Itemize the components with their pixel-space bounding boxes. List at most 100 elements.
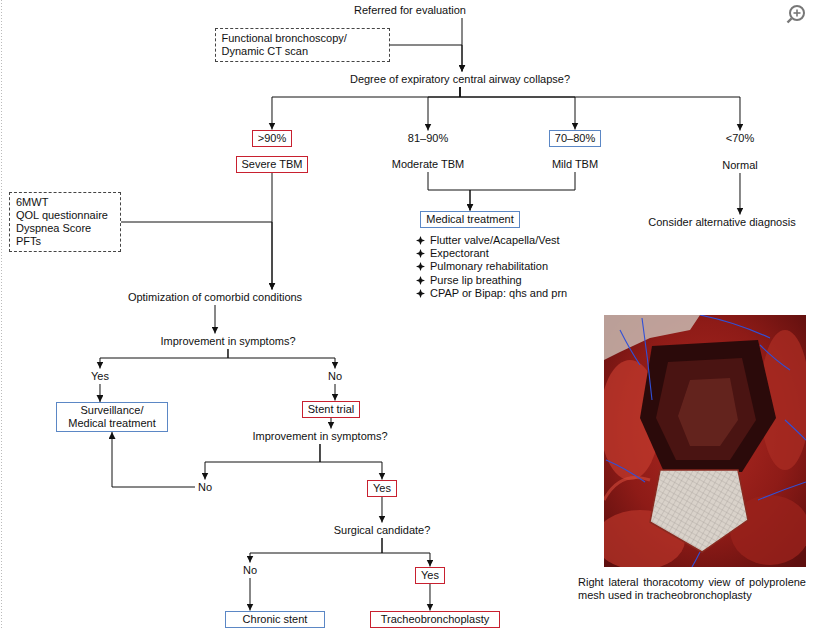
node-text: Surveillance/ Medical treatment [62, 404, 162, 430]
node-text: Mild TBM [552, 158, 598, 171]
node-text: QOL questionnaire [16, 209, 114, 222]
connector-arrow [428, 87, 460, 131]
bullet-item: Expectorant [416, 247, 489, 260]
bullet-item: Flutter valve/Acapella/Vest [416, 234, 560, 247]
flow-step: Surgical candidate? [331, 523, 434, 538]
connector-arrow [460, 87, 740, 131]
bullet-text: CPAP or Bipap: qhs and prn [430, 287, 567, 299]
connector-arrow [390, 45, 463, 72]
node-text: Chronic stent [231, 613, 319, 626]
connector-arrow [331, 418, 332, 429]
flow-step: Referred for evaluation [351, 3, 469, 18]
flow-step: No [240, 563, 260, 578]
bullet-symbol [416, 236, 425, 245]
flow-step: Consider alternative diagnosis [645, 215, 798, 230]
assessment-box: Functional bronchoscopy/ Dynamic CT scan [215, 28, 390, 62]
bullet-symbol [416, 262, 425, 271]
node-text: Tracheobronchoplasty [376, 613, 494, 626]
node-text: Medical treatment [426, 213, 513, 226]
flow-step: Optimization of comorbid conditions [125, 290, 305, 305]
highlight-box: Yes [415, 567, 445, 584]
connector-arrow [272, 87, 460, 130]
node-text: >90% [258, 132, 286, 145]
node-text: Yes [91, 370, 109, 383]
node-text: Improvement in symptoms? [252, 430, 387, 443]
bullet-item: Purse lip breathing [416, 274, 522, 287]
bullet-symbol [416, 249, 425, 258]
flow-step: No [195, 480, 215, 495]
bullet-symbol [416, 276, 425, 285]
connector-arrow [215, 305, 216, 334]
treatment-box: 70–80% [549, 130, 601, 147]
node-text: Normal [722, 159, 757, 172]
connector-arrow [250, 538, 382, 563]
connector-arrow [429, 584, 430, 611]
node-text: Optimization of comorbid conditions [128, 291, 302, 304]
connector-arrow [100, 349, 228, 369]
node-text: Stent trial [308, 403, 354, 416]
connector-arrow [335, 384, 336, 401]
node-text: Improvement in symptoms? [160, 335, 295, 348]
connector-arrow [470, 172, 575, 211]
connector-arrow [381, 497, 382, 523]
node-text: Functional bronchoscopy/ Dynamic CT scan [222, 32, 383, 58]
node-text: No [243, 564, 257, 577]
connector-arrow [99, 384, 100, 403]
connector-arrow [121, 222, 272, 290]
node-text: Dyspnea Score [16, 222, 114, 235]
connector-arrow [460, 87, 575, 130]
node-text: PFTs [16, 235, 114, 248]
connector-arrow [428, 172, 470, 211]
connector-arrow [739, 173, 740, 215]
zoom-icon [788, 6, 805, 23]
bullet-item: CPAP or Bipap: qhs and prn [416, 287, 567, 300]
bullet-text: Flutter valve/Acapella/Vest [430, 234, 560, 246]
flow-step: Normal [719, 158, 760, 173]
highlight-box: Stent trial [302, 401, 360, 418]
flow-step: <70% [723, 131, 757, 146]
node-text: Yes [421, 569, 439, 582]
node-text: 6MWT [16, 196, 114, 209]
node-text: 81–90% [408, 132, 448, 145]
node-text: <70% [726, 132, 754, 145]
node-text: Surgical candidate? [334, 524, 431, 537]
bullet-text: Pulmonary rehabilitation [430, 260, 548, 272]
highlight-box: Severe TBM [236, 156, 309, 173]
bullet-item: Pulmonary rehabilitation [416, 260, 548, 273]
connector-arrow [112, 432, 195, 487]
flow-step: Degree of expiratory central airway coll… [347, 72, 573, 87]
node-text: 70–80% [555, 132, 595, 145]
node-text: Moderate TBM [392, 158, 465, 171]
highlight-box: >90% [252, 130, 292, 147]
flow-step: Yes [88, 369, 112, 384]
bullet-text: Purse lip breathing [430, 274, 522, 286]
bullet-text: Expectorant [430, 247, 489, 259]
node-text: Degree of expiratory central airway coll… [350, 73, 570, 86]
highlight-box: Yes [367, 480, 397, 497]
treatment-box: Surveillance/ Medical treatment [56, 402, 168, 432]
node-text: Referred for evaluation [354, 4, 466, 17]
flow-step: Moderate TBM [389, 157, 468, 172]
connector-arrow [320, 444, 382, 480]
node-text: No [328, 370, 342, 383]
flow-step: No [325, 369, 345, 384]
flow-step: Improvement in symptoms? [249, 429, 390, 444]
dotted-border [1, 0, 2, 630]
node-text: No [198, 481, 212, 494]
photo-caption: Right lateral thoracotomy view of polypr… [578, 576, 806, 602]
node-text: Yes [373, 482, 391, 495]
flow-step: Mild TBM [549, 157, 601, 172]
caption-text: Right lateral thoracotomy view of polypr… [578, 576, 806, 601]
connector-arrow [205, 444, 320, 480]
node-text: Consider alternative diagnosis [648, 216, 795, 229]
treatment-box: Chronic stent [225, 611, 325, 628]
assessment-box: 6MWTQOL questionnaireDyspnea ScorePFTs [9, 192, 121, 252]
node-text: Severe TBM [242, 158, 303, 171]
connector-arrow [250, 578, 251, 611]
treatment-box: Medical treatment [420, 211, 519, 228]
flow-step: 81–90% [405, 131, 451, 146]
highlight-box: Tracheobronchoplasty [370, 611, 500, 628]
connector-arrow [228, 349, 335, 369]
bullet-symbol [416, 289, 425, 298]
flow-step: Improvement in symptoms? [157, 334, 298, 349]
